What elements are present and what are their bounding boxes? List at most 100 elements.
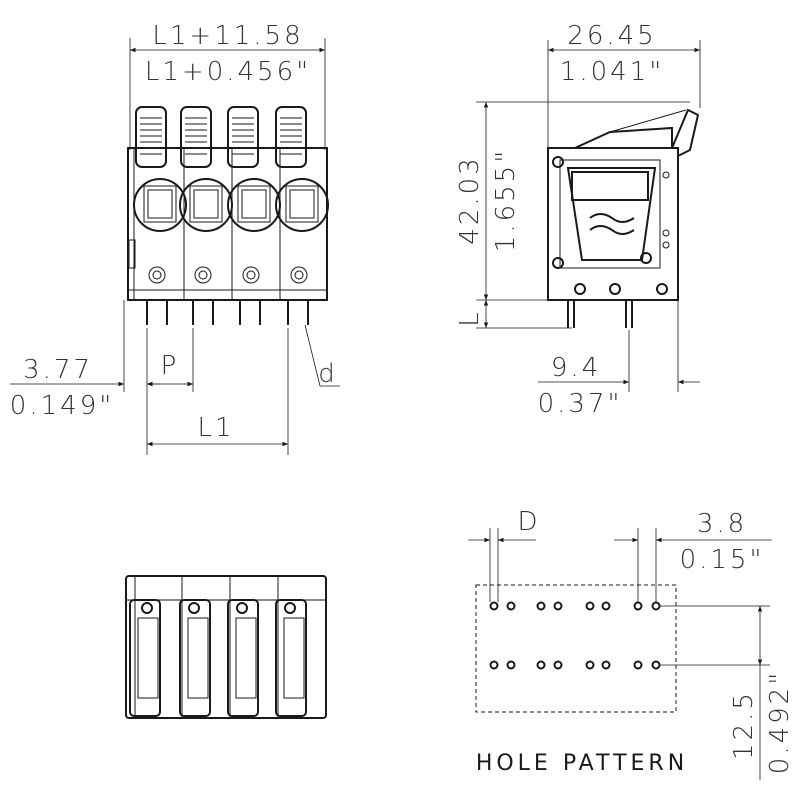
- bottom-pin: [141, 602, 153, 614]
- test-port: [242, 266, 260, 284]
- hole-pattern: D 3.8 0.15" 12.5 0.492" HOLE PATTERN: [468, 507, 795, 780]
- overall-width-in-label: L1+0.456": [145, 57, 311, 87]
- pcb-hole: [553, 660, 563, 670]
- connector-bottom: [125, 575, 327, 719]
- wire-entry-frame: [189, 185, 223, 223]
- wire-entry-inner: [147, 189, 173, 219]
- actuator-lever: [275, 106, 307, 168]
- detail-dot: [662, 241, 670, 249]
- pcb-hole: [651, 601, 661, 611]
- wire-entry-opening: [227, 178, 281, 232]
- wire-entry-inner: [193, 189, 219, 219]
- actuator-lever: [180, 106, 212, 168]
- pin-hole: [656, 283, 668, 295]
- bottom-slot: [179, 599, 211, 717]
- bottom-slot: [227, 599, 259, 717]
- pcb-hole: [585, 601, 595, 611]
- bottom-pole-4: [275, 599, 307, 717]
- pcb-hole: [489, 660, 499, 670]
- bottom-slot-inner: [235, 617, 257, 699]
- side-window: [571, 171, 649, 201]
- row-spacing-in-label: 0.492": [765, 670, 795, 774]
- depth-in-label: 1.041": [560, 57, 664, 87]
- pin-length-label: L: [455, 309, 485, 327]
- test-port-inner: [294, 270, 304, 280]
- front-view: L1+11.58 L1+0.456": [10, 21, 340, 455]
- solder-pins: [192, 300, 214, 325]
- bottom-pole-3: [227, 576, 279, 718]
- row-spacing-mm-label: 12.5: [729, 690, 759, 760]
- offset-in-label: 0.149": [10, 391, 114, 421]
- pcb-hole: [506, 660, 516, 670]
- test-port-inner: [246, 270, 256, 280]
- pcb-hole: [536, 601, 546, 611]
- hole-spacing-mm-label: 3.8: [697, 509, 747, 539]
- hole-diameter-label: D: [517, 507, 540, 537]
- hole-row-bottom: [489, 660, 661, 670]
- pcb-hole: [633, 601, 643, 611]
- wire-entry-inner: [241, 189, 267, 219]
- bottom-slot-inner: [187, 617, 209, 699]
- test-port: [194, 266, 212, 284]
- solder-pins-side: [567, 300, 633, 328]
- mounting-hole: [552, 156, 564, 168]
- bottom-slot-inner: [283, 617, 305, 699]
- lever-ribs: [280, 117, 302, 155]
- bottom-pin: [236, 602, 248, 614]
- brand-logo: [589, 213, 635, 235]
- hole-row-top: [489, 601, 661, 611]
- wire-entry-frame: [237, 185, 271, 223]
- pcb-hole: [506, 601, 516, 611]
- height-in-label: 1.655": [491, 148, 521, 252]
- hole-spacing-in-label: 0.15": [680, 545, 765, 575]
- lever-top: [574, 126, 673, 149]
- lever-ribs: [140, 117, 162, 155]
- wire-entry-frame: [285, 185, 319, 223]
- wire-entry-inner: [289, 189, 315, 219]
- wire-entry-frame: [143, 185, 177, 223]
- solder-pins: [239, 300, 261, 325]
- pcb-hole: [489, 601, 499, 611]
- bottom-view: [125, 575, 327, 719]
- length-label: L1: [197, 413, 234, 443]
- side-recess: [566, 167, 657, 261]
- height-mm-label: 42.03: [455, 155, 485, 244]
- actuator-lever: [227, 106, 259, 168]
- lever-ribs: [185, 117, 207, 155]
- wire-entry-opening: [133, 178, 187, 232]
- test-port: [148, 266, 166, 284]
- pole-2: [179, 106, 233, 325]
- pitch-label: P: [161, 351, 180, 381]
- hole-pattern-title: HOLE PATTERN: [476, 751, 688, 776]
- offset-mm-label: 3.77: [23, 355, 93, 385]
- pcb-hole: [536, 660, 546, 670]
- pcb-hole: [633, 660, 643, 670]
- bottom-pin: [284, 602, 296, 614]
- solder-pins: [146, 300, 168, 325]
- lever-edge: [609, 109, 687, 133]
- pin-hole: [609, 283, 621, 295]
- side-latch: [128, 239, 136, 269]
- mounting-hole: [640, 252, 652, 264]
- overall-width-mm-label: L1+11.58: [152, 21, 303, 51]
- pcb-hole: [651, 660, 661, 670]
- bottom-slot: [275, 599, 307, 717]
- test-port: [290, 266, 308, 284]
- actuator-lever: [135, 106, 167, 168]
- pcb-hole: [553, 601, 563, 611]
- bottom-slot-inner: [137, 617, 159, 699]
- bottom-pole-2: [179, 576, 231, 718]
- actuator-lever-side: [671, 108, 700, 157]
- detail-dot: [662, 171, 670, 179]
- pin-offset-mm-label: 9.4: [551, 353, 601, 383]
- side-view: 26.45 1.041" 42.03 1.655" L: [455, 21, 701, 419]
- pcb-hole: [601, 660, 611, 670]
- test-port-inner: [152, 270, 162, 280]
- pin-offset-in-label: 0.37": [538, 389, 623, 419]
- bottom-slot: [129, 599, 161, 717]
- pcb-hole: [585, 660, 595, 670]
- bottom-pole-1: [129, 576, 183, 718]
- test-port-inner: [198, 270, 208, 280]
- wire-entry-opening: [179, 178, 233, 232]
